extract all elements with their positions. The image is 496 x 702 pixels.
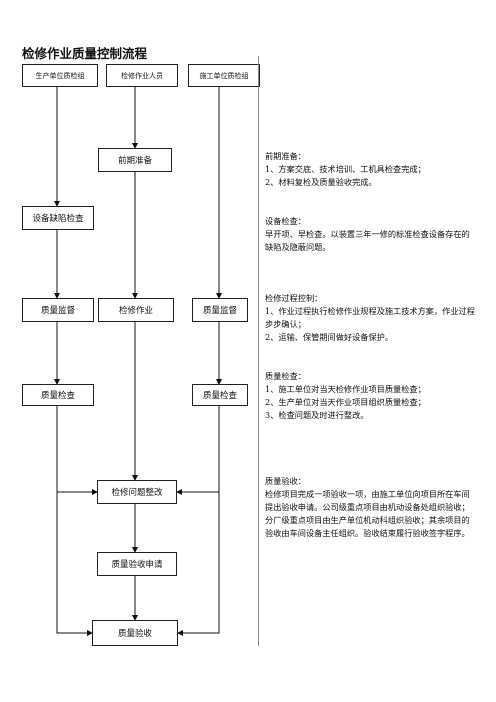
box-quality-supervision-left: 质量监督 [22,298,94,322]
page-title: 检修作业质量控制流程 [22,46,148,61]
note-preparation-line: 2、材料复检及质量验收完成。 [265,177,377,187]
note-preparation-heading: 前期准备： [265,151,306,161]
note-quality-line: 1、施工单位对当天检修作业项目质量检查； [265,384,426,394]
note-quality-line: 2、生产单位对当天作业项目组织质量检查； [265,397,426,407]
note-quality-check: 质量检查： 1、施工单位对当天检修作业项目质量检查； 2、生产单位对当天作业项目… [265,370,475,422]
box-maintenance-work: 检修作业 [98,298,174,322]
arrow-qc-right-to-rectify [176,406,220,495]
note-process-line: 2、运输、保管期间做好设备保护。 [265,332,394,342]
box-equipment-defect-check: 设备缺陷检查 [22,206,94,230]
note-process-heading: 检修过程控制： [265,293,323,303]
box-quality-supervision-right: 质量监督 [192,298,248,322]
note-equipment-body: 早开项、早检查。以装置三年一修的标准检查设备存在的缺陷及隐蔽问题。 [265,229,470,252]
note-process-line: 1、作业过程执行检修作业规程及施工技术方案，作业过程步步确认； [265,306,475,329]
note-acceptance-heading: 质量验收： [265,476,306,486]
column-divider [258,56,259,646]
arrow-qc-left-to-rectify [56,406,98,495]
box-maintenance-staff: 检修作业人员 [106,64,178,87]
note-acceptance-body: 检修项目完成一项验收一项，由施工单位向项目所在车间提出验收申请。公司级重点项目由… [265,489,470,538]
box-construction-unit-qc: 施工单位质检组 [188,64,260,87]
box-quality-acceptance: 质量验收 [92,620,178,646]
note-acceptance: 质量验收： 检修项目完成一项验收一项，由施工单位向项目所在车间提出验收申请。公司… [265,475,475,540]
arrow-left-to-accept [56,492,93,636]
note-quality-line: 3、检查问题及时进行整改。 [265,410,369,420]
box-quality-check-right: 质量检查 [192,384,248,406]
note-quality-heading: 质量检查： [265,371,306,381]
box-acceptance-application: 质量验收申请 [97,552,177,576]
note-preparation: 前期准备： 1、方案交底、技术培训、工机具检查完成； 2、材料复检及质量验收完成… [265,150,475,189]
box-production-unit-qc: 生产单位质检组 [22,64,98,87]
note-process-control: 检修过程控制： 1、作业过程执行检修作业规程及施工技术方案，作业过程步步确认； … [265,292,475,344]
note-preparation-line: 1、方案交底、技术培训、工机具检查完成； [265,164,426,174]
note-equipment-heading: 设备检查： [265,216,306,226]
arrow-right-to-accept [177,492,220,636]
box-problem-rectification: 检修问题整改 [97,480,177,504]
box-preparation: 前期准备 [98,148,172,172]
note-equipment-check: 设备检查： 早开项、早检查。以装置三年一修的标准检查设备存在的缺陷及隐蔽问题。 [265,215,475,254]
box-quality-check-left: 质量检查 [22,384,94,406]
